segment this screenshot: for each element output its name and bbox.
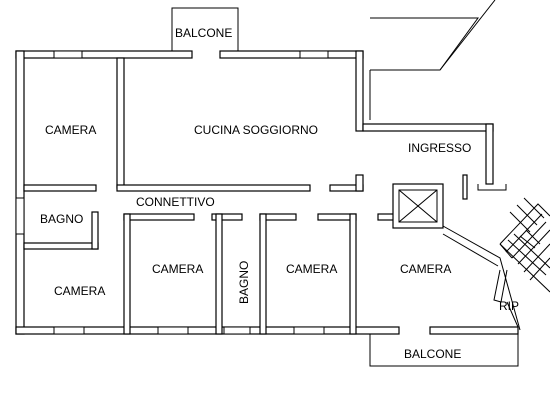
label-balcone-top: BALCONE bbox=[175, 26, 232, 40]
label-bagno-left: BAGNO bbox=[40, 212, 83, 226]
label-bagno-center: BAGNO bbox=[237, 261, 251, 304]
label-camera-bottom-left: CAMERA bbox=[54, 284, 105, 298]
label-cucina-soggiorno: CUCINA SOGGIORNO bbox=[194, 123, 318, 137]
label-balcone-bottom: BALCONE bbox=[404, 347, 461, 361]
label-connettivo: CONNETTIVO bbox=[136, 195, 215, 209]
staircase bbox=[499, 197, 550, 293]
label-camera-center-left: CAMERA bbox=[152, 262, 203, 276]
label-camera-right: CAMERA bbox=[400, 262, 451, 276]
balcone-bottom-box bbox=[369, 334, 519, 367]
label-camera-center-right: CAMERA bbox=[286, 262, 337, 276]
outer-walls bbox=[15, 50, 519, 335]
balcone-top-box bbox=[171, 7, 239, 52]
adjacent-building-top bbox=[369, 0, 496, 120]
interior-walls bbox=[23, 57, 507, 335]
stair-walls bbox=[442, 225, 521, 331]
label-ingresso: INGRESSO bbox=[408, 141, 471, 155]
lift-shaft bbox=[392, 183, 444, 229]
label-rip: RIP bbox=[499, 299, 519, 313]
windows bbox=[15, 50, 329, 335]
label-camera-top-left: CAMERA bbox=[45, 123, 96, 137]
